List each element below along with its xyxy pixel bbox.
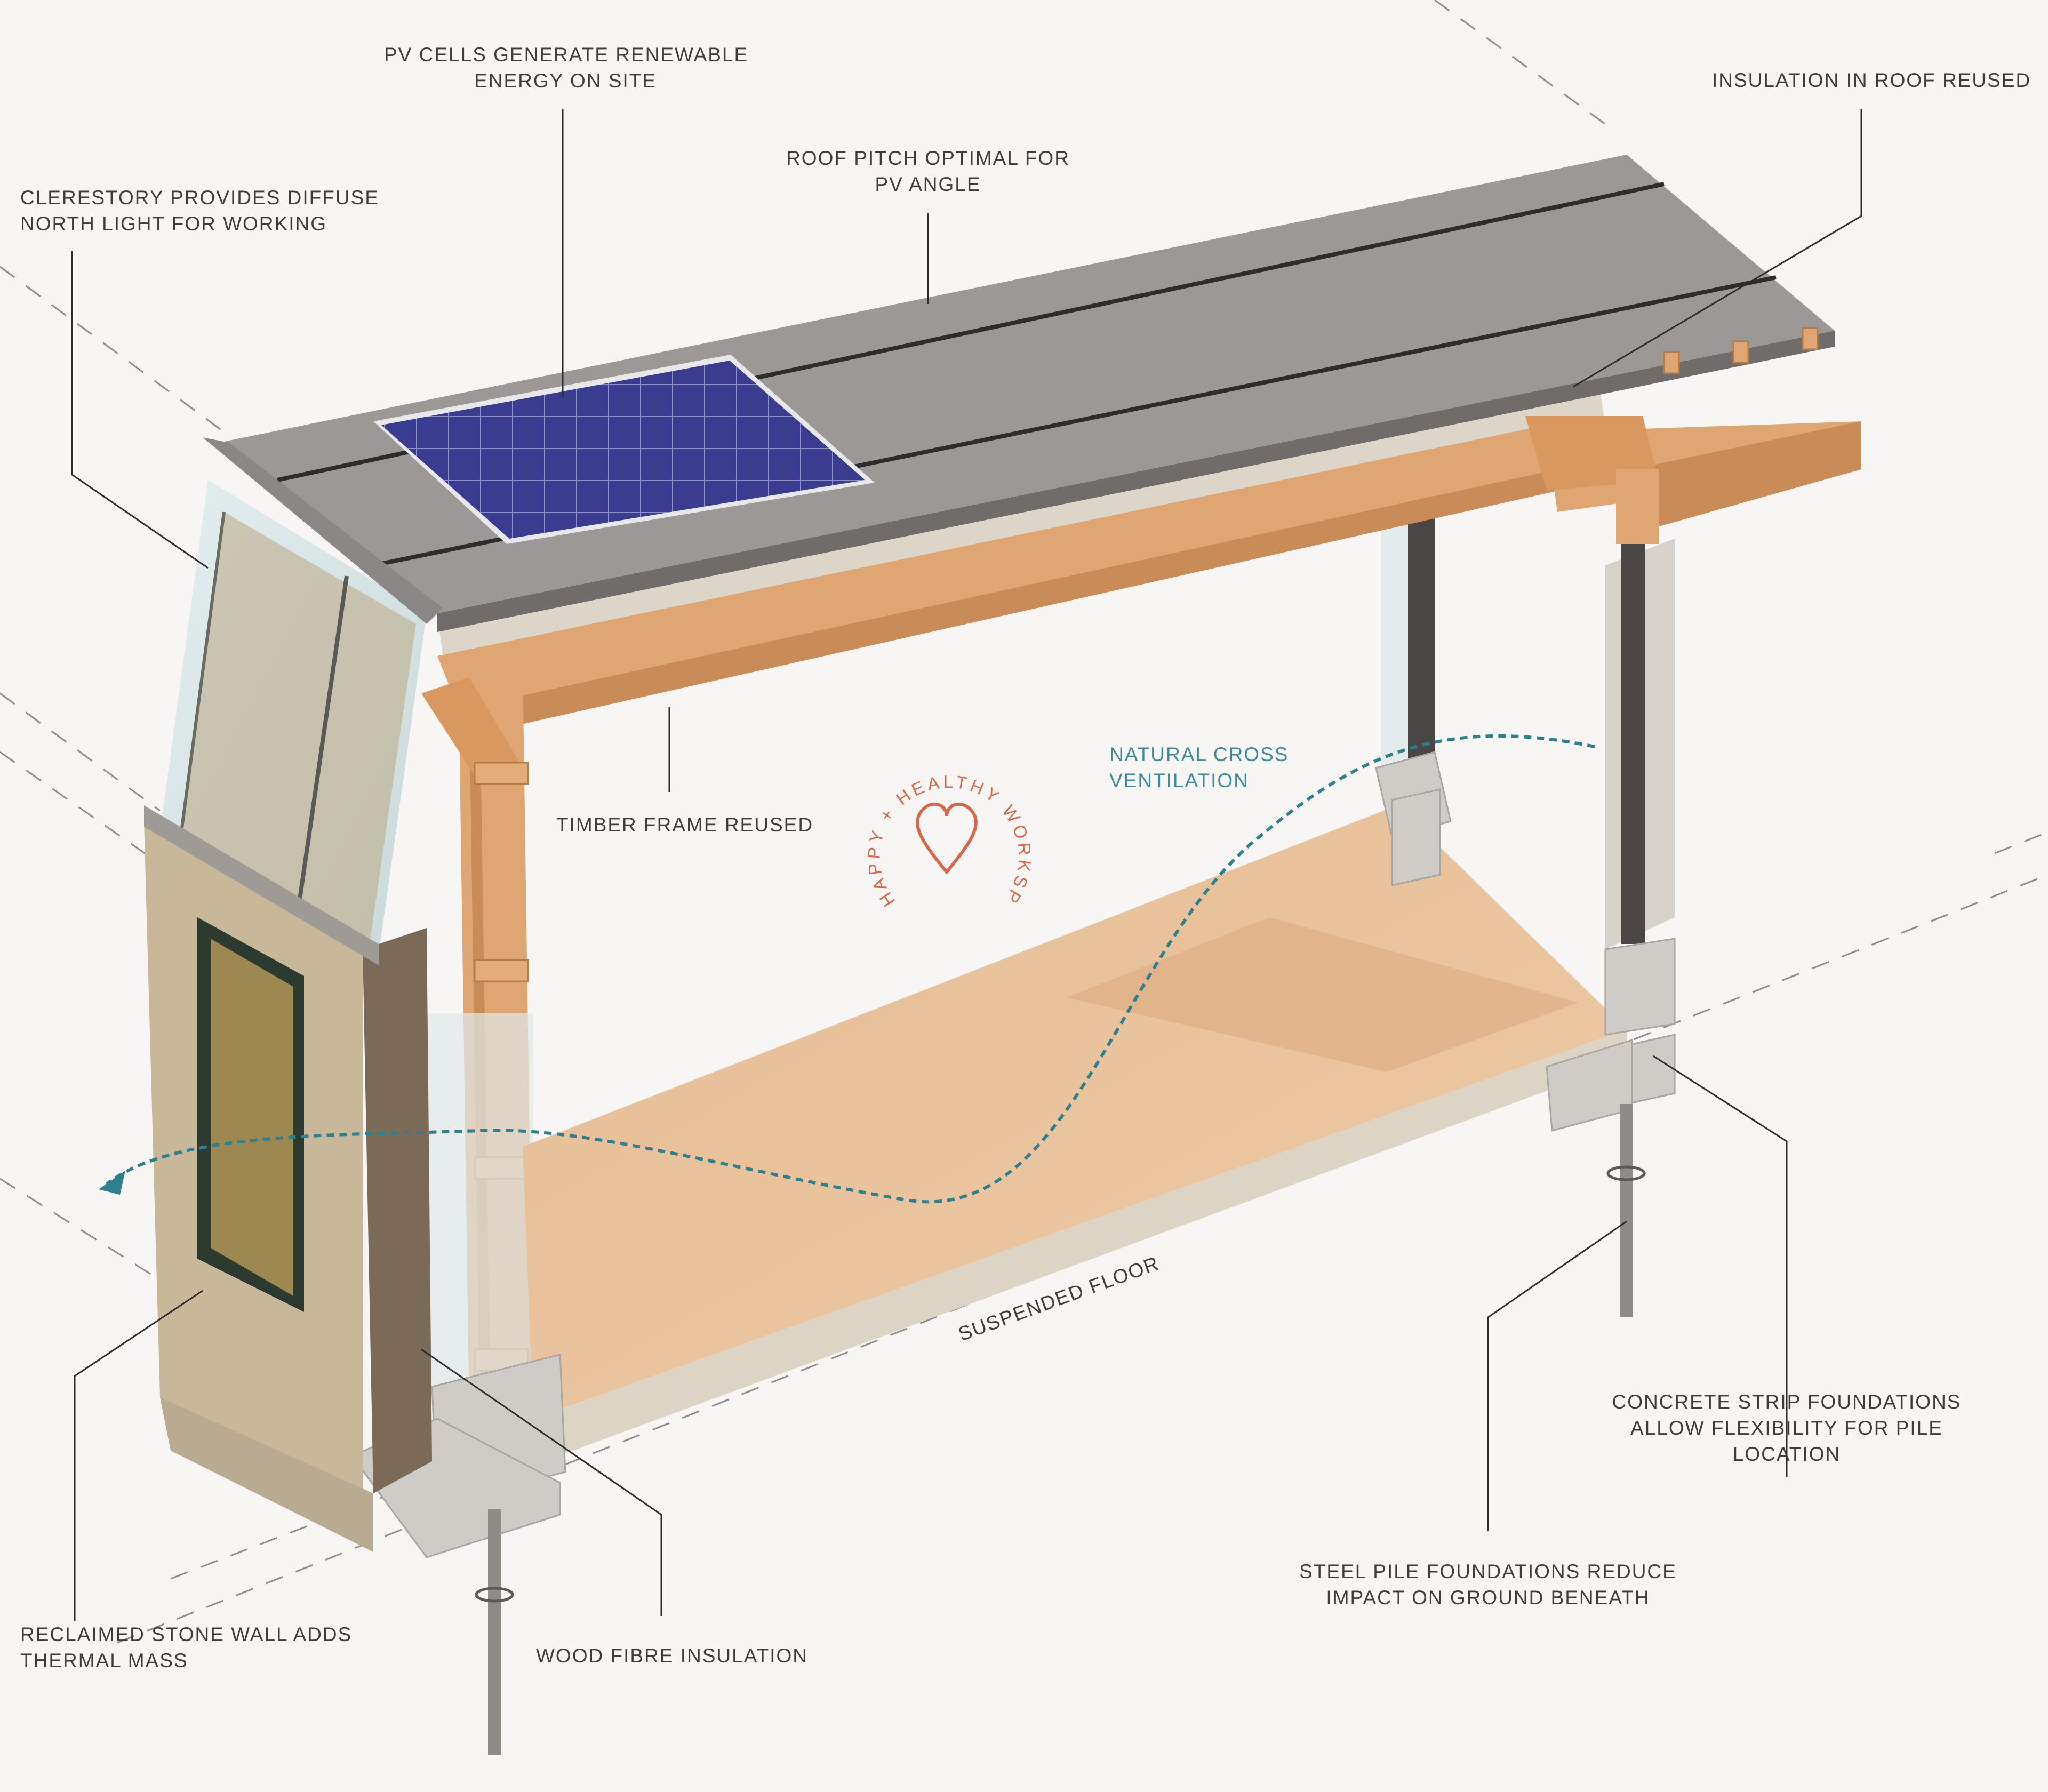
clerestory-line-2: NORTH LIGHT FOR WORKING (20, 213, 327, 235)
label-timber-frame: TIMBER FRAME REUSED (556, 812, 813, 838)
steel-piles-line-2: IMPACT ON GROUND BENEATH (1326, 1587, 1650, 1609)
side-glazing (416, 1013, 533, 1472)
concrete-foundations-line-2: ALLOW FLEXIBILITY FOR PILE (1630, 1417, 1943, 1439)
stone-wall-line-2: THERMAL MASS (20, 1650, 188, 1671)
label-pv-cells: PV CELLS GENERATE RENEWABLE ENERGY ON SI… (384, 42, 747, 94)
concrete-foundations-line-3: LOCATION (1732, 1443, 1841, 1465)
wood-fibre-line-1: WOOD FIBRE INSULATION (536, 1645, 809, 1667)
label-steel-piles: STEEL PILE FOUNDATIONS REDUCE IMPACT ON … (1291, 1558, 1685, 1611)
roof-pitch-line-1: ROOF PITCH OPTIMAL FOR (786, 147, 1070, 169)
roof-pitch-line-2: PV ANGLE (875, 173, 981, 195)
roof-joists (1663, 327, 1819, 374)
clerestory-line-1: CLERESTORY PROVIDES DIFFUSE (20, 187, 379, 209)
rear-glazing (1381, 459, 1408, 768)
pv-panel (373, 355, 875, 544)
steel-piles (475, 1104, 1646, 1755)
suspended-floor-deck (523, 805, 1627, 1461)
steel-piles-line-1: STEEL PILE FOUNDATIONS REDUCE (1299, 1561, 1677, 1582)
pv-cells-line-1: PV CELLS GENERATE RENEWABLE (384, 44, 749, 66)
insulation-roof-line-1: INSULATION IN ROOF REUSED (1712, 69, 2031, 91)
concrete-foundations-line-1: CONCRETE STRIP FOUNDATIONS (1612, 1391, 1962, 1413)
label-wood-fibre: WOOD FIBRE INSULATION (536, 1643, 808, 1669)
leader-lines (71, 109, 1862, 1621)
right-steel-column (1621, 507, 1645, 944)
roof-insulation (437, 389, 1605, 656)
natural-ventilation-line-2: VENTILATION (1109, 770, 1249, 791)
stone-wall-line-1: RECLAIMED STONE WALL ADDS (20, 1623, 353, 1645)
ventilation-arrow-head (99, 1171, 125, 1195)
heart-icon (916, 802, 978, 875)
label-concrete-foundations: CONCRETE STRIP FOUNDATIONS ALLOW FLEXIBI… (1605, 1389, 1968, 1467)
pv-cells-line-2: ENERGY ON SITE (474, 70, 657, 92)
roof-edge (437, 331, 1835, 632)
reclaimed-stone-wall (144, 805, 432, 1552)
label-clerestory: CLERESTORY PROVIDES DIFFUSE NORTH LIGHT … (20, 185, 379, 237)
label-natural-ventilation: NATURAL CROSS VENTILATION (1109, 741, 1289, 794)
label-stone-wall: RECLAIMED STONE WALL ADDS THERMAL MASS (20, 1621, 352, 1674)
label-insulation-roof: INSULATION IN ROOF REUSED (1712, 67, 2031, 93)
natural-ventilation-line-1: NATURAL CROSS (1109, 743, 1289, 765)
ventilation-airflow (106, 734, 1595, 1204)
timber-frame-line-1: TIMBER FRAME REUSED (556, 814, 814, 836)
label-roof-pitch: ROOF PITCH OPTIMAL FOR PV ANGLE (768, 145, 1088, 197)
